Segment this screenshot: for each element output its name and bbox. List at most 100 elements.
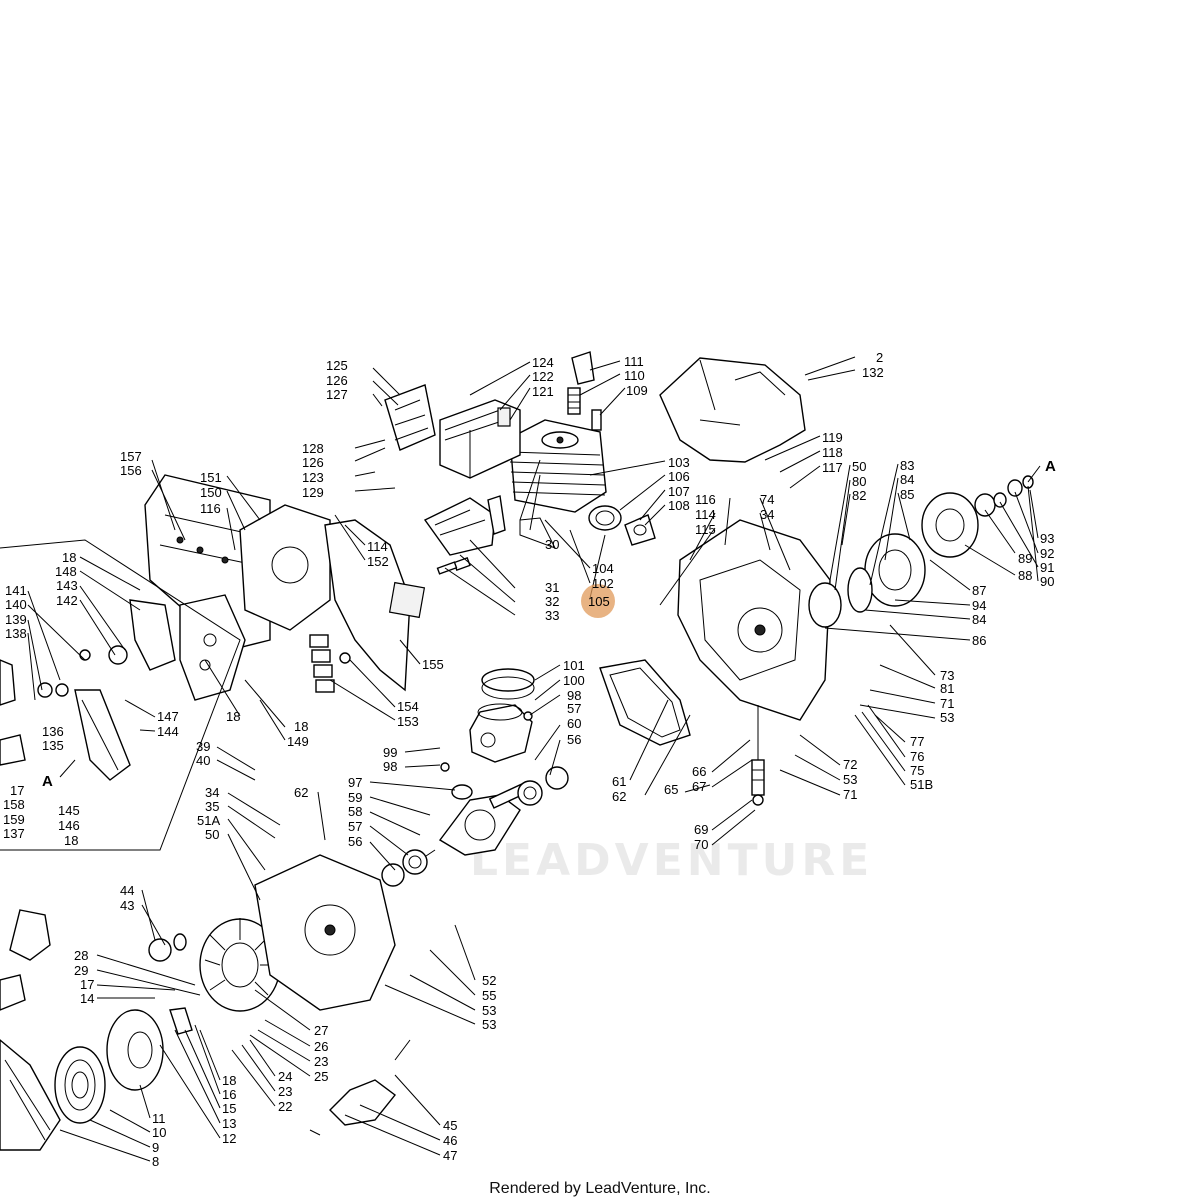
callout-label[interactable]: 47 [443,1148,457,1163]
callout-label[interactable]: 158 [3,797,25,812]
callout-label[interactable]: 123 [302,470,324,485]
callout-label[interactable]: 159 [3,812,25,827]
piston-rings[interactable] [481,668,535,692]
callout-label[interactable]: 146 [58,818,80,833]
handle[interactable] [9,909,51,961]
callout-label[interactable]: 107 [668,484,690,499]
callout-label[interactable]: 43 [120,898,134,913]
piston-pin-clip[interactable] [523,711,533,721]
main-bearing-left[interactable] [402,849,428,875]
callout-label[interactable]: 82 [852,488,866,503]
anti-vibe-insert[interactable] [388,581,426,619]
callout-label[interactable]: 97 [348,775,362,790]
callout-label[interactable]: 110 [624,368,645,383]
callout-label[interactable]: 25 [314,1069,328,1084]
callout-label[interactable]: 17 [10,783,24,798]
callout-label[interactable]: 152 [367,554,389,569]
callout-label[interactable]: 15 [222,1101,236,1116]
callout-label[interactable]: 55 [482,988,496,1003]
clutch-spring[interactable] [847,567,873,613]
callout-label[interactable]: 81 [940,681,954,696]
clutch-drum[interactable] [921,492,979,558]
guide-bar-plate[interactable] [239,504,331,631]
callout-label[interactable]: 75 [910,763,924,778]
callout-label[interactable]: 34 [205,785,219,800]
piston[interactable] [469,703,533,763]
callout-label[interactable]: 93 [1040,531,1054,546]
callout-label[interactable]: 119 [822,430,843,445]
callout-label[interactable]: 53 [482,1003,496,1018]
flywheel-nut[interactable] [148,938,172,962]
callout-label[interactable]: 69 [694,822,708,837]
callout-label[interactable]: 92 [1040,546,1054,561]
callout-label[interactable]: 32 [545,594,559,609]
callout-label[interactable]: 87 [972,583,986,598]
callout-label[interactable]: 125 [326,358,348,373]
callout-label[interactable]: 80 [852,474,866,489]
main-bearing-right[interactable] [517,780,543,806]
callout-label[interactable]: A [1045,458,1056,475]
callout-label[interactable]: 39 [196,739,210,754]
callout-label[interactable]: 157 [120,449,142,464]
callout-label[interactable]: 57 [348,819,362,834]
muffler[interactable] [384,384,521,479]
callout-label[interactable]: 76 [910,749,924,764]
highlight-marker[interactable] [581,584,615,618]
callout-label[interactable]: 111 [624,354,644,369]
callout-label[interactable]: 51A [197,813,220,828]
starter-housing[interactable] [0,1039,61,1151]
callout-label[interactable]: 127 [326,387,348,402]
clutch-assembly[interactable] [864,533,926,607]
callout-label[interactable]: 104 [592,561,614,576]
callout-label[interactable]: 72 [843,757,857,772]
oil-pump-drive[interactable] [808,582,842,628]
callout-label[interactable]: 18 [64,833,78,848]
callout-label[interactable]: 58 [348,804,362,819]
callout-label[interactable]: 22 [278,1099,292,1114]
callout-label[interactable]: 144 [157,724,179,739]
callout-label[interactable]: 53 [843,772,857,787]
exhaust-shield[interactable] [423,497,496,556]
callout-label[interactable]: 14 [80,991,94,1006]
spark-plug[interactable] [567,387,581,415]
callout-label[interactable]: 114 [695,507,716,522]
callout-label[interactable]: 50 [205,827,219,842]
callout-label[interactable]: 31 [545,580,559,595]
callout-label[interactable]: 29 [74,963,88,978]
callout-label[interactable]: 9 [152,1140,159,1155]
callout-label[interactable]: 150 [200,485,222,500]
callout-label[interactable]: 109 [626,383,648,398]
callout-label[interactable]: 56 [348,834,362,849]
callout-label[interactable]: 99 [383,745,397,760]
callout-label[interactable]: 116 [695,492,716,507]
callout-label[interactable]: 84 [972,612,986,627]
callout-label[interactable]: 100 [563,673,585,688]
callout-label[interactable]: 147 [157,709,179,724]
callout-label[interactable]: 116 [200,501,221,516]
pawl[interactable] [169,1007,193,1035]
callout-label[interactable]: 84 [900,472,914,487]
callout-label[interactable]: 17 [80,977,94,992]
callout-label[interactable]: 83 [900,458,914,473]
callout-label[interactable]: 156 [120,463,142,478]
callout-label[interactable]: 18 [294,719,308,734]
callout-label[interactable]: 28 [74,948,88,963]
callout-label[interactable]: 40 [196,753,210,768]
callout-label[interactable]: 66 [692,764,706,779]
callout-label[interactable]: 153 [397,714,419,729]
callout-label[interactable]: 2 [876,350,883,365]
callout-label[interactable]: 118 [822,445,843,460]
callout-label[interactable]: 101 [563,658,585,673]
callout-label[interactable]: 16 [222,1087,236,1102]
retaining-ring-right[interactable] [545,766,569,790]
crankcase-left[interactable] [254,854,396,1011]
callout-label[interactable]: 70 [694,837,708,852]
callout-label[interactable]: 34 [760,507,774,522]
crankcase-gasket[interactable] [599,659,691,746]
callout-label[interactable]: 129 [302,485,324,500]
callout-label[interactable]: 90 [1040,574,1054,589]
callout-label[interactable]: 121 [532,384,554,399]
callout-label[interactable]: A [42,773,53,790]
callout-label[interactable]: 65 [664,782,678,797]
callout-label[interactable]: 136 [42,724,64,739]
